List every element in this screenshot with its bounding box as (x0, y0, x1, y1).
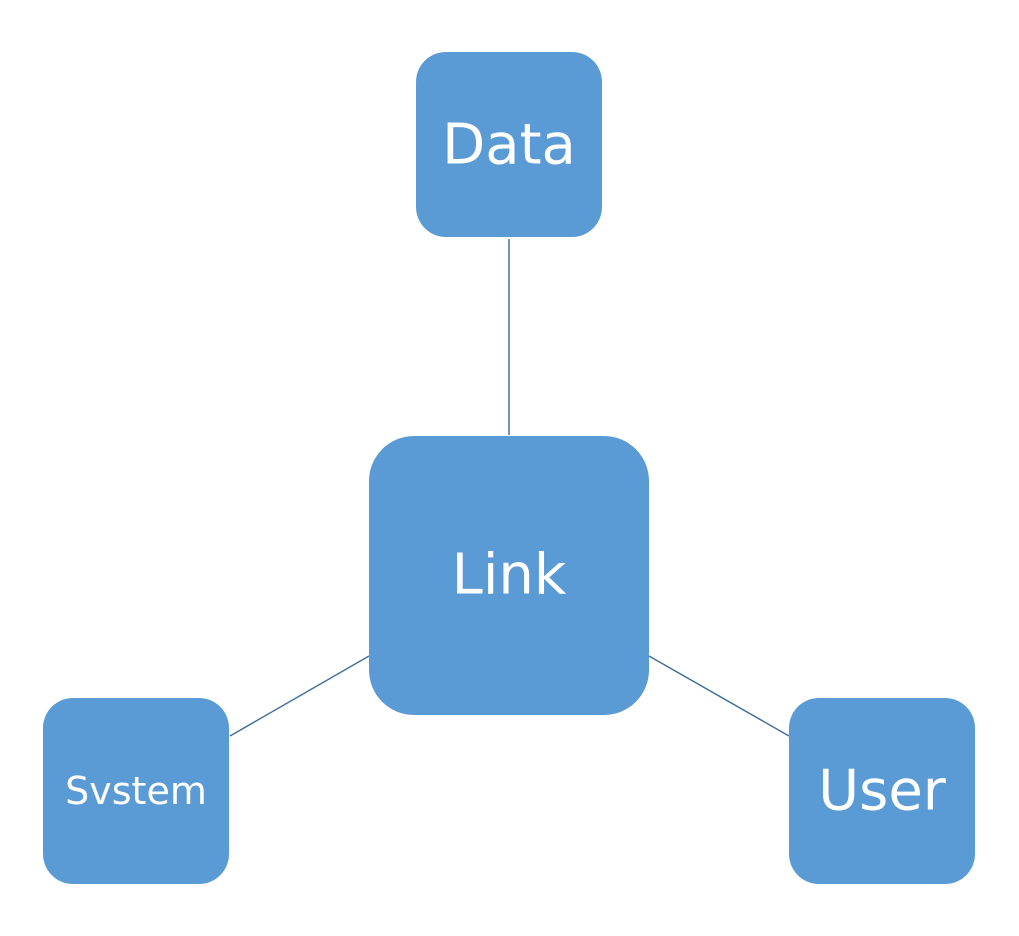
node-user[interactable]: User (789, 698, 975, 884)
connector-link-system (229, 655, 370, 737)
connector-link-user (648, 655, 790, 737)
node-system-label: Svstem (65, 769, 207, 813)
node-link[interactable]: Link (369, 436, 649, 715)
node-data[interactable]: Data (416, 52, 602, 237)
node-system[interactable]: Svstem (43, 698, 229, 884)
node-user-label: User (818, 759, 947, 824)
node-user-box (789, 698, 975, 884)
node-data-box (416, 52, 602, 237)
node-link-label: Link (452, 543, 567, 608)
node-link-box (369, 436, 649, 715)
node-data-label: Data (442, 113, 576, 178)
node-system-box (43, 698, 229, 884)
